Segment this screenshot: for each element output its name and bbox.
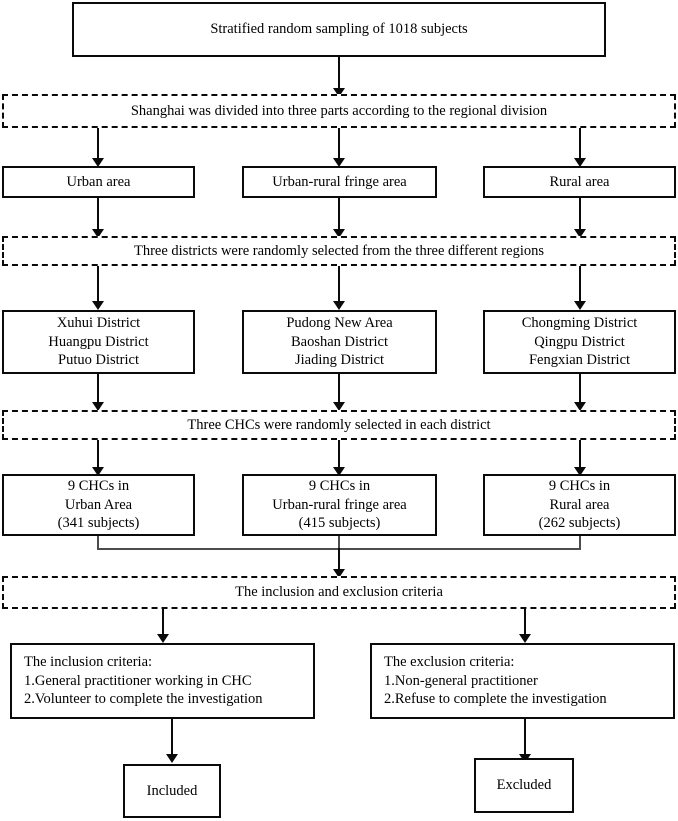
merge-stub-fringe-chc (338, 536, 340, 549)
node-chc-urban: 9 CHCs in Urban Area (341 subjects) (2, 474, 195, 536)
arrowhead-fringe-districts-to-chc-note (333, 402, 345, 411)
arrowhead-division-to-fringe (333, 158, 345, 167)
node-chc-selection-note: Three CHCs were randomly selected in eac… (2, 410, 676, 440)
connector-division-to-urban (97, 128, 99, 161)
connector-fringe-to-districts-note (338, 198, 340, 232)
connector-criteria-to-inclusion (162, 609, 164, 637)
node-excluded: Excluded (474, 758, 574, 813)
connector-merge-to-criteria-note (338, 548, 340, 572)
node-districts-rural: Chongming District Qingpu District Fengx… (483, 310, 676, 374)
connector-chc-note-to-urban-chc (97, 440, 99, 470)
connector-districts-note-to-urban-districts (97, 266, 99, 304)
node-area-urban: Urban area (2, 166, 195, 198)
node-chc-fringe-label: 9 CHCs in Urban-rural fringe area (415 s… (272, 478, 407, 532)
node-area-rural-label: Rural area (549, 173, 610, 190)
merge-stub-urban-chc (97, 536, 99, 549)
arrowhead-districts-note-to-urban-districts (92, 301, 104, 310)
arrowhead-inclusion-to-included (166, 754, 178, 763)
arrowhead-chc-note-to-urban-chc (92, 467, 104, 476)
node-districts-urban-label: Xuhui District Huangpu District Putuo Di… (48, 315, 149, 369)
node-included-label: Included (146, 782, 198, 799)
connector-exclusion-to-excluded (524, 719, 526, 757)
connector-chc-note-to-fringe-chc (338, 440, 340, 470)
node-districts-fringe: Pudong New Area Baoshan District Jiading… (242, 310, 437, 374)
arrowhead-chc-note-to-fringe-chc (333, 467, 345, 476)
node-chc-selection-note-label: Three CHCs were randomly selected in eac… (187, 416, 491, 433)
node-area-urban-rural-fringe: Urban-rural fringe area (242, 166, 437, 198)
node-chc-rural: 9 CHCs in Rural area (262 subjects) (483, 474, 676, 536)
connector-fringe-districts-to-chc-note (338, 374, 340, 405)
node-districts-fringe-label: Pudong New Area Baoshan District Jiading… (286, 315, 393, 369)
arrowhead-urban-to-districts-note (92, 229, 104, 238)
node-districts-selection-note: Three districts were randomly selected f… (2, 236, 676, 266)
node-area-urban-label: Urban area (66, 173, 131, 190)
connector-division-to-fringe (338, 128, 340, 161)
node-criteria-note: The inclusion and exclusion criteria (2, 576, 676, 609)
node-inclusion-criteria-label: The inclusion criteria: 1.General practi… (24, 654, 263, 708)
connector-inclusion-to-included (171, 719, 173, 757)
arrowhead-criteria-to-exclusion (519, 634, 531, 643)
node-chc-urban-label: 9 CHCs in Urban Area (341 subjects) (57, 478, 140, 532)
node-districts-selection-note-label: Three districts were randomly selected f… (133, 242, 544, 259)
arrowhead-division-to-rural (574, 158, 586, 167)
node-exclusion-criteria-label: The exclusion criteria: 1.Non-general pr… (384, 654, 607, 708)
arrowhead-rural-districts-to-chc-note (574, 402, 586, 411)
node-area-urban-rural-fringe-label: Urban-rural fringe area (272, 173, 407, 190)
node-regional-division-note-label: Shanghai was divided into three parts ac… (130, 102, 548, 119)
node-stratified-sampling: Stratified random sampling of 1018 subje… (72, 2, 606, 57)
node-districts-rural-label: Chongming District Qingpu District Fengx… (521, 315, 638, 369)
arrowhead-districts-note-to-rural-districts (574, 301, 586, 310)
node-inclusion-criteria: The inclusion criteria: 1.General practi… (10, 643, 315, 719)
node-districts-urban: Xuhui District Huangpu District Putuo Di… (2, 310, 195, 374)
connector-rural-districts-to-chc-note (579, 374, 581, 405)
node-criteria-note-label: The inclusion and exclusion criteria (235, 584, 443, 601)
arrowhead-division-to-urban (92, 158, 104, 167)
connector-sampling-to-division (338, 57, 340, 90)
arrowhead-rural-to-districts-note (574, 229, 586, 238)
node-chc-fringe: 9 CHCs in Urban-rural fringe area (415 s… (242, 474, 437, 536)
node-stratified-sampling-label: Stratified random sampling of 1018 subje… (210, 21, 468, 38)
connector-criteria-to-exclusion (524, 609, 526, 637)
arrowhead-criteria-to-inclusion (157, 634, 169, 643)
connector-districts-note-to-fringe-districts (338, 266, 340, 304)
connector-districts-note-to-rural-districts (579, 266, 581, 304)
arrowhead-merge-to-criteria-note (333, 569, 345, 578)
connector-division-to-rural (579, 128, 581, 161)
arrowhead-urban-districts-to-chc-note (92, 402, 104, 411)
arrowhead-districts-note-to-fringe-districts (333, 301, 345, 310)
node-excluded-label: Excluded (496, 777, 552, 794)
node-included: Included (123, 764, 221, 818)
connector-rural-to-districts-note (579, 198, 581, 232)
node-regional-division-note: Shanghai was divided into three parts ac… (2, 94, 676, 128)
arrowhead-sampling-to-division (333, 88, 345, 97)
merge-stub-rural-chc (579, 536, 581, 549)
node-chc-rural-label: 9 CHCs in Rural area (262 subjects) (538, 478, 621, 532)
connector-chc-note-to-rural-chc (579, 440, 581, 470)
node-exclusion-criteria: The exclusion criteria: 1.Non-general pr… (370, 643, 675, 719)
arrowhead-chc-note-to-rural-chc (574, 467, 586, 476)
connector-urban-districts-to-chc-note (97, 374, 99, 405)
node-area-rural: Rural area (483, 166, 676, 198)
connector-urban-to-districts-note (97, 198, 99, 232)
arrowhead-fringe-to-districts-note (333, 229, 345, 238)
